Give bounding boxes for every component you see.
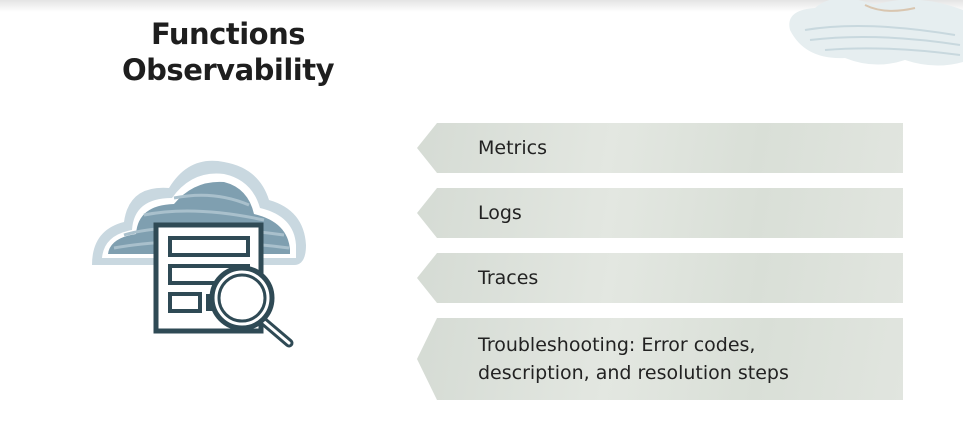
list-item-logs: Logs <box>417 188 903 238</box>
item-label: Logs <box>478 202 522 224</box>
decorative-cloud-icon <box>789 0 963 66</box>
list-item-metrics: Metrics <box>417 123 903 173</box>
title-line-2: Observability <box>122 53 334 87</box>
item-label: Traces <box>478 267 539 289</box>
page-title: Functions Observability <box>108 16 348 88</box>
cloud-log-search-icon <box>92 160 306 348</box>
item-label: Metrics <box>478 137 547 159</box>
item-label: Troubleshooting: Error codes, descriptio… <box>478 334 789 384</box>
list-item-traces: Traces <box>417 253 903 303</box>
list-item-troubleshooting: Troubleshooting: Error codes, descriptio… <box>417 318 903 400</box>
top-shadow-bar <box>0 0 963 12</box>
title-line-1: Functions <box>151 17 305 51</box>
